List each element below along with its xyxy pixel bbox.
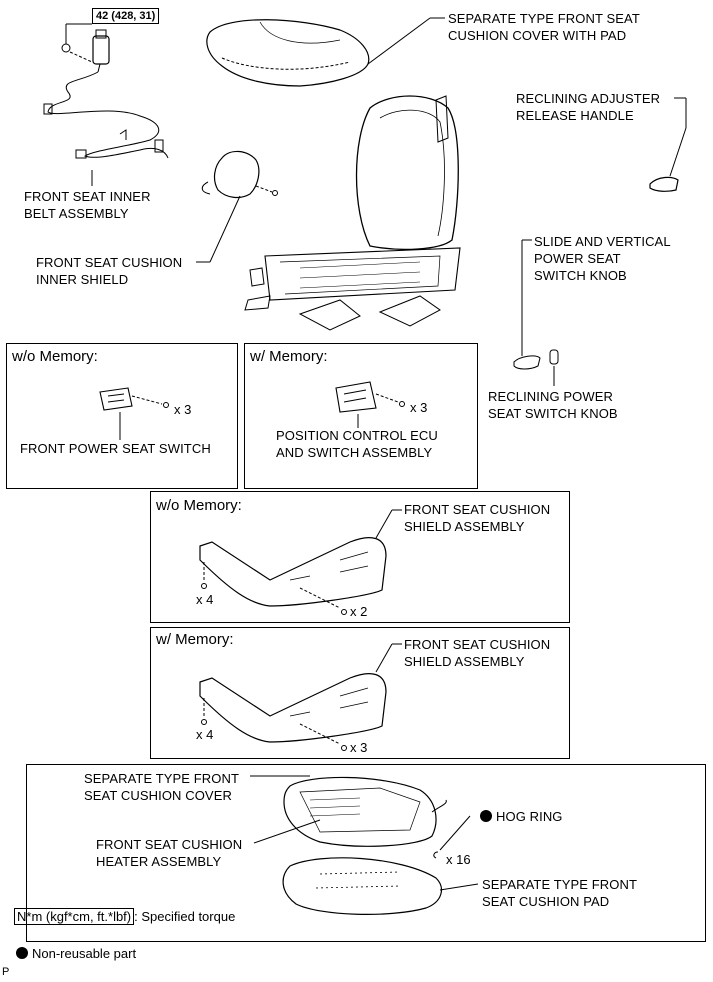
switch-screw-qty: x 3	[174, 402, 192, 417]
wo-memory-shield-title: w/o Memory:	[156, 497, 242, 514]
hog-ring-text: HOG RING	[496, 809, 563, 824]
nonreusable-legend: Non-reusable part	[16, 946, 136, 961]
cushion-cover-with-pad-label: SEPARATE TYPE FRONT SEAT CUSHION COVER W…	[448, 11, 640, 43]
wo-memory-shield-box	[150, 491, 570, 623]
shield-assy-1-label: FRONT SEAT CUSHION SHIELD ASSEMBLY	[404, 502, 551, 534]
cushion-cover-with-pad-part	[206, 19, 370, 87]
seat-assembly-part	[244, 95, 461, 331]
hog-ring-qty: x 16	[446, 852, 471, 867]
w-memory-switch-box	[244, 343, 478, 489]
shield1-qty-a: x 4	[196, 592, 214, 607]
reclining-handle-part	[649, 176, 679, 192]
ecu-screw-qty: x 3	[410, 400, 428, 415]
shield-assembly-2-part	[199, 673, 387, 751]
heater-label: FRONT SEAT CUSHION HEATER ASSEMBLY	[96, 837, 243, 869]
nonreusable-legend-dot-icon	[16, 947, 28, 959]
w-memory-switch-title: w/ Memory:	[250, 348, 328, 365]
torque-legend: N*m (kgf*cm, ft.*lbf): Specified torque	[14, 908, 236, 925]
torque-unit-box: N*m (kgf*cm, ft.*lbf)	[14, 908, 135, 925]
slide-knob-label: SLIDE AND VERTICAL POWER SEAT SWITCH KNO…	[534, 234, 671, 283]
nonreusable-dot-icon	[480, 810, 492, 822]
shield2-qty-b: x 3	[350, 740, 368, 755]
reclining-handle-label: RECLINING ADJUSTER RELEASE HANDLE	[516, 91, 661, 123]
shield-assembly-1-part	[199, 537, 387, 615]
nonreusable-legend-text: Non-reusable part	[32, 946, 137, 961]
power-seat-switch-part	[99, 387, 169, 411]
cushion-cover-part	[283, 776, 447, 847]
switch-knobs-part	[513, 349, 559, 370]
cushion-pad-part	[282, 857, 443, 915]
inner-belt-label: FRONT SEAT INNER BELT ASSEMBLY	[24, 189, 151, 221]
wo-memory-switch-box	[6, 343, 238, 489]
ecu-switch-part	[335, 381, 405, 413]
cushion-cover-label: SEPARATE TYPE FRONT SEAT CUSHION COVER	[84, 771, 240, 803]
ecu-switch-label: POSITION CONTROL ECU AND SWITCH ASSEMBLY	[276, 428, 438, 460]
shield-assy-2-label: FRONT SEAT CUSHION SHIELD ASSEMBLY	[404, 637, 551, 669]
reclining-knob-label: RECLINING POWER SEAT SWITCH KNOB	[488, 389, 618, 421]
inner-shield-part	[201, 150, 278, 199]
wo-memory-switch-title: w/o Memory:	[12, 348, 98, 365]
shield1-qty-b: x 2	[350, 604, 368, 619]
w-memory-shield-box	[150, 627, 570, 759]
shield2-qty-a: x 4	[196, 727, 214, 742]
power-switch-label: FRONT POWER SEAT SWITCH	[20, 441, 211, 456]
torque-tag: 42 (428, 31)	[92, 8, 160, 24]
cushion-box	[26, 764, 706, 942]
hog-ring-label: HOG RING	[480, 808, 563, 825]
inner-belt-part	[43, 29, 169, 159]
hog-ring-part	[433, 851, 439, 859]
corner-mark: P	[2, 966, 10, 978]
inner-shield-label: FRONT SEAT CUSHION INNER SHIELD	[36, 255, 183, 287]
torque-legend-text: : Specified torque	[134, 909, 236, 924]
cushion-pad-label: SEPARATE TYPE FRONT SEAT CUSHION PAD	[482, 877, 638, 909]
w-memory-shield-title: w/ Memory:	[156, 631, 234, 648]
